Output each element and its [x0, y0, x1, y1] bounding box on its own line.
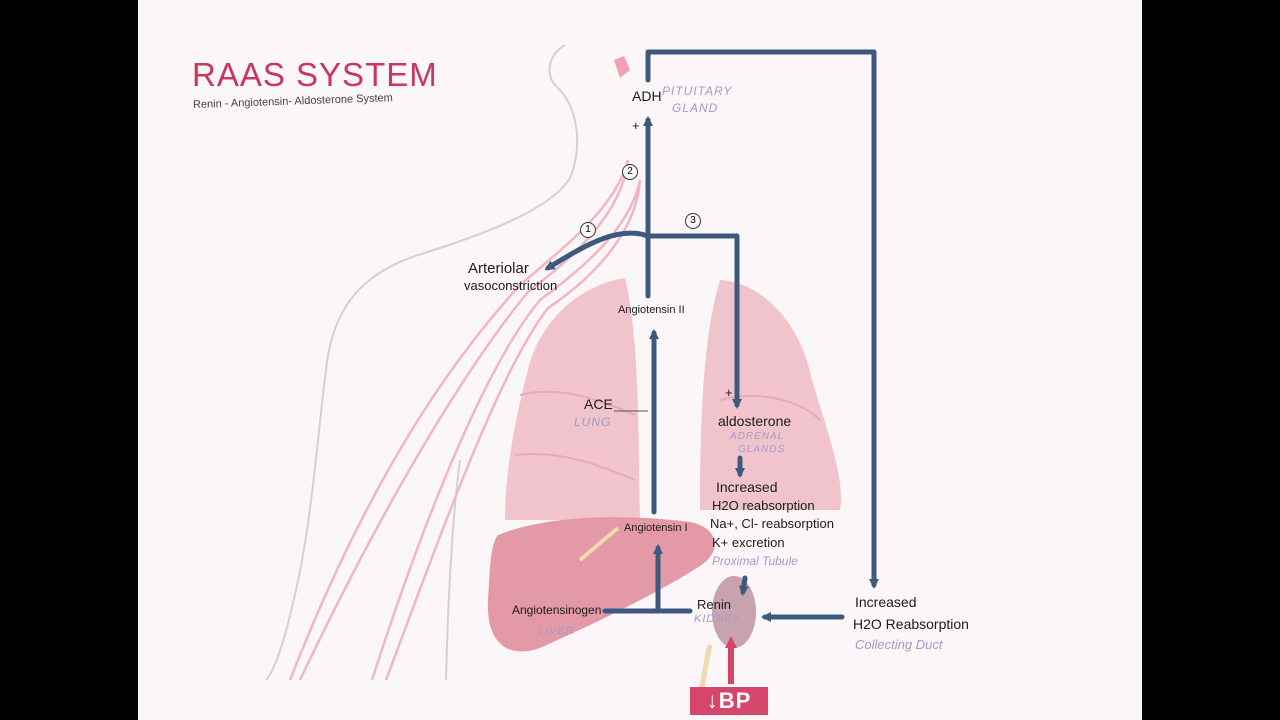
angiotensin-i-label: Angiotensin I: [624, 522, 688, 534]
adh-label: ADH: [632, 88, 662, 104]
increased-2-label: Increased: [855, 594, 917, 610]
aldosterone-label: aldosterone: [718, 413, 792, 429]
k-excretion-label: K+ excretion: [712, 535, 785, 550]
gland-label: GLAND: [672, 101, 719, 115]
body-outline: [265, 44, 579, 681]
collecting-duct-label: Collecting Duct: [855, 637, 943, 652]
kidney-label: KIDNEY: [694, 613, 741, 625]
step-3-marker: 3: [685, 213, 701, 229]
title-text: RAAS SYSTEM: [192, 56, 438, 93]
ace-label: ACE: [584, 396, 613, 412]
h2o-reabsorption-label: H2O reabsorption: [712, 498, 815, 513]
proximal-tubule-label: Proximal Tubule: [712, 554, 798, 568]
low-bp-badge: ↓BP: [690, 687, 768, 715]
page-title: RAAS SYSTEM: [192, 56, 438, 94]
h2o-reabsorption-2-label: H2O Reabsorption: [853, 616, 969, 632]
glands-label: GLANDS: [738, 444, 786, 455]
angiotensin-ii-label: Angiotensin II: [618, 304, 685, 316]
angiotensinogen-label: Angiotensinogen: [512, 603, 602, 617]
step-2-marker: 2: [622, 164, 638, 180]
arrows: [544, 49, 879, 622]
increased-label: Increased: [716, 479, 778, 495]
adrenal-label: ADRENAL: [730, 431, 785, 442]
liver: [487, 517, 715, 652]
pituitary-label: PITUITARY: [662, 84, 733, 98]
na-cl-reabsorption-label: Na+, Cl- reabsorption: [710, 516, 834, 531]
step-1-marker: 1: [580, 222, 596, 238]
blood-vessels: [288, 56, 642, 681]
plus-adh: +: [632, 118, 640, 133]
vasoconstriction-label: vasoconstriction: [464, 278, 558, 293]
arteriolar-label: Arteriolar: [468, 260, 529, 277]
liver-label: LIVER: [538, 625, 575, 637]
renin-label: Renin: [697, 597, 731, 612]
plus-aldosterone: +: [725, 385, 733, 400]
lung-label: LUNG: [574, 415, 612, 429]
